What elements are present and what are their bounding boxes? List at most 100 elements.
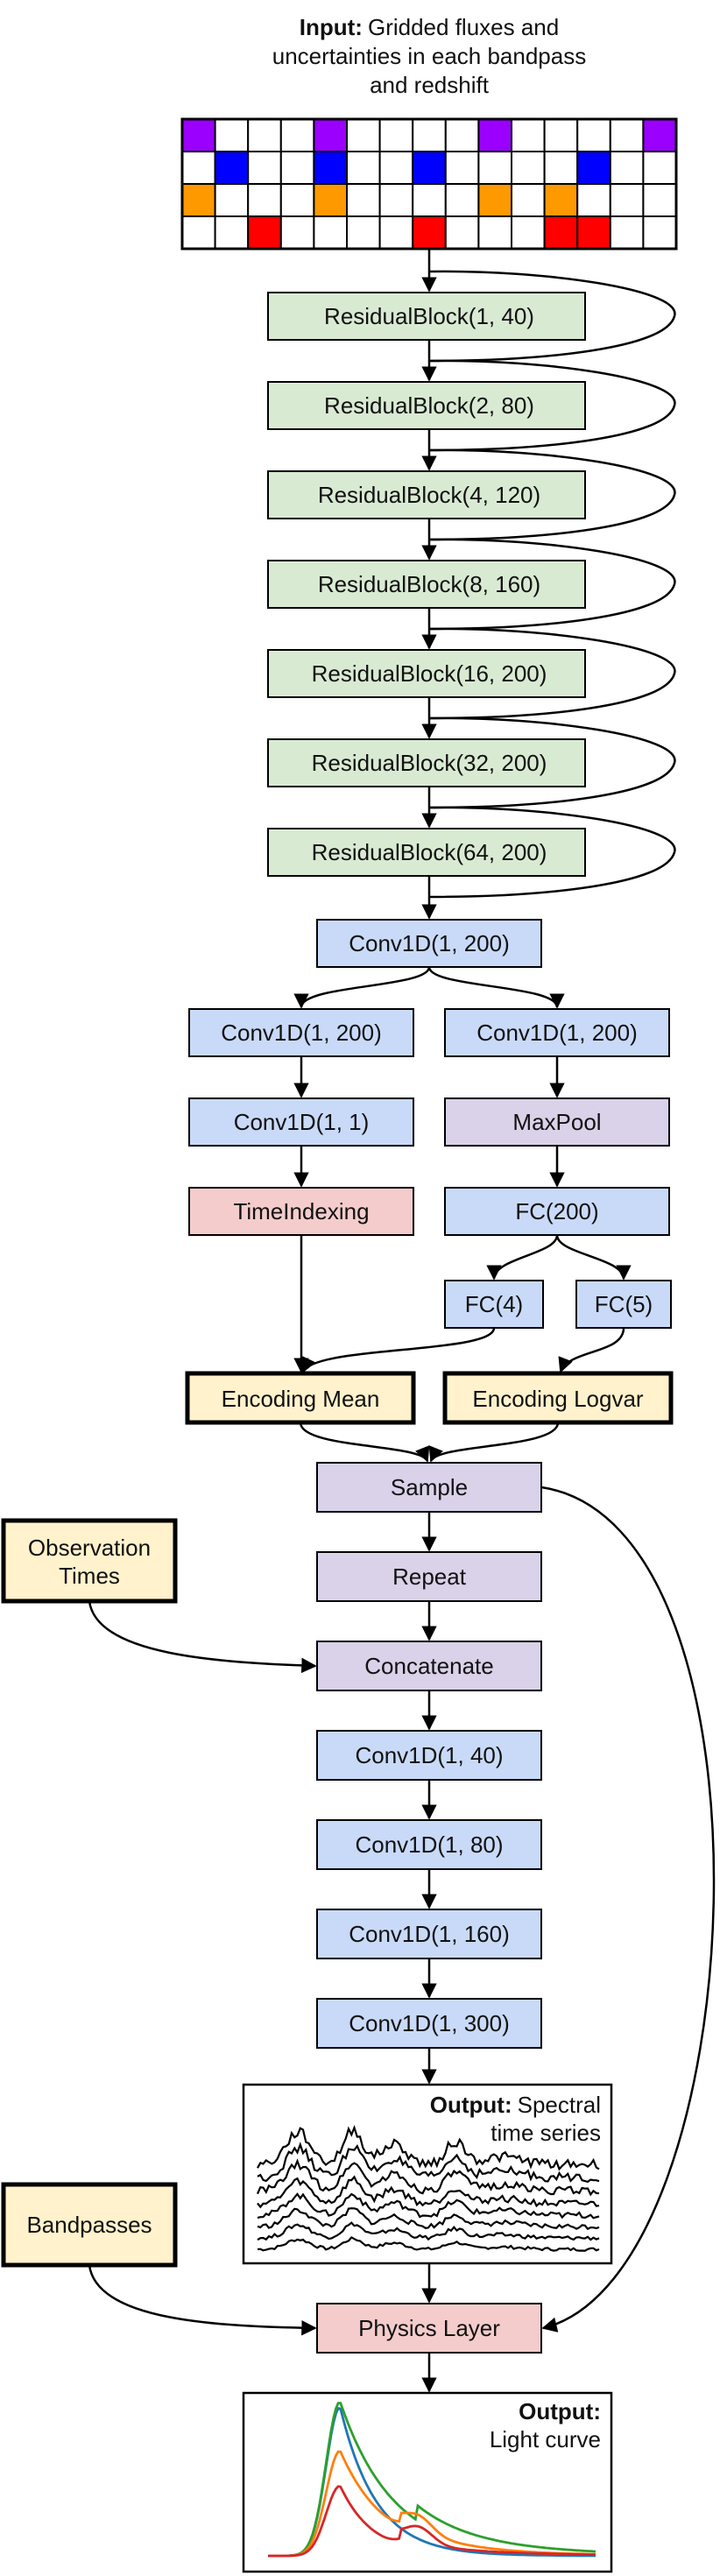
grid-cell	[313, 151, 348, 185]
input-title-line1: Gridded fluxes and	[368, 14, 559, 40]
grid-cell	[576, 118, 611, 152]
concatenate-node: Concatenate	[316, 1641, 542, 1691]
grid-cell	[412, 118, 447, 152]
grid-cell	[609, 183, 645, 217]
grid-cell	[181, 215, 216, 250]
encoding-mean-node: Encoding Mean	[185, 1371, 416, 1425]
maxpool-node: MaxPool	[444, 1097, 670, 1147]
spectrum-line	[257, 2124, 600, 2171]
edge-arrow	[428, 806, 676, 899]
edge-arrow	[428, 627, 676, 720]
lightcurve-line	[268, 2485, 596, 2558]
grid-cell	[642, 215, 678, 250]
input-title-line3: and redshift	[370, 72, 490, 98]
grid-cell	[576, 215, 611, 250]
grid-cell	[444, 118, 480, 152]
output-spectra-title-rest: Spectral	[518, 2092, 601, 2118]
edge-arrow	[427, 966, 565, 1009]
fc4-node: FC(4)	[444, 1280, 544, 1329]
edge-arrow	[428, 716, 676, 809]
decoder-conv-box	[316, 1998, 542, 2049]
lightcurve-line	[268, 2402, 596, 2558]
residual-block-label: ResidualBlock(32, 200)	[312, 750, 547, 776]
grid-cell	[214, 118, 250, 152]
decoder-conv-node: Conv1D(1, 80)	[316, 1819, 542, 1870]
grid-cell	[247, 215, 282, 250]
output-lightcurve-title-bold: Output:	[519, 2398, 601, 2424]
edge-arrow	[428, 270, 676, 363]
sample-label: Sample	[391, 1474, 468, 1500]
output-lightcurve-node: Output: Light curve	[242, 2391, 613, 2573]
conv-main-label: Conv1D(1, 200)	[349, 930, 510, 956]
grid-cell	[511, 215, 546, 250]
grid-cell	[378, 215, 414, 250]
conv-1-1-node: Conv1D(1, 1)	[188, 1097, 414, 1147]
grid-cell	[444, 215, 480, 250]
fc5-label: FC(5)	[595, 1291, 653, 1317]
physics-layer-label: Physics Layer	[358, 2315, 500, 2341]
grid-cell	[642, 118, 678, 152]
edges	[88, 249, 716, 2393]
residual-block-label: ResidualBlock(64, 200)	[312, 839, 547, 865]
conv-main-node: Conv1D(1, 200)	[316, 919, 542, 968]
input-title-line2: uncertainties in each bandpass	[272, 43, 586, 69]
residual-block-label: ResidualBlock(8, 160)	[318, 571, 540, 597]
residual-block-node: ResidualBlock(64, 200)	[267, 828, 586, 877]
edge-arrow	[486, 1234, 559, 1281]
spectrum-line	[257, 2192, 600, 2220]
concatenate-label: Concatenate	[364, 1653, 493, 1679]
maxpool-label: MaxPool	[512, 1109, 601, 1135]
encoding-logvar-node: Encoding Logvar	[442, 1371, 674, 1425]
decoder-conv-label: Conv1D(1, 40)	[355, 1742, 503, 1768]
grid-cell	[346, 151, 381, 185]
output-spectra-title-line2: time series	[491, 2120, 601, 2146]
residual-block-label: ResidualBlock(2, 80)	[324, 392, 534, 419]
grid-cell	[181, 151, 216, 185]
residual-block-node: ResidualBlock(4, 120)	[267, 470, 586, 519]
edge-arrow	[88, 1600, 317, 1674]
residual-block-box	[267, 381, 586, 430]
grid-cell	[609, 118, 645, 152]
lightcurve-plot	[268, 2402, 596, 2558]
spectra-plot	[256, 2124, 600, 2252]
grid-cell	[511, 183, 546, 217]
grid-cell	[181, 118, 216, 152]
decoder-conv-box	[316, 1909, 542, 1959]
grid-cell	[214, 215, 250, 250]
residual-block-label: ResidualBlock(1, 40)	[324, 303, 534, 329]
residual-block-node: ResidualBlock(1, 40)	[267, 292, 586, 341]
edge-arrow	[293, 966, 431, 1009]
decoder-conv-node: Conv1D(1, 160)	[316, 1909, 542, 1959]
residual-block-box	[267, 649, 586, 698]
grid-cell	[247, 118, 282, 152]
decoder-conv-node: Conv1D(1, 300)	[316, 1998, 542, 2049]
grid-cell	[444, 183, 480, 217]
grid-cell	[511, 118, 546, 152]
fc4-label: FC(4)	[465, 1291, 523, 1317]
grid-cell	[543, 183, 579, 217]
residual-block-box	[267, 470, 586, 519]
grid-cell	[313, 183, 348, 217]
grid-cell	[214, 151, 250, 185]
grid-cell	[609, 151, 645, 185]
repeat-label: Repeat	[392, 1563, 467, 1590]
output-spectra-title-bold: Output:	[430, 2092, 512, 2118]
observation-times-node: Observation Times	[1, 1518, 178, 1604]
bandpasses-node: Bandpasses	[1, 2182, 178, 2268]
spectrum-line	[257, 2221, 600, 2241]
grid-cell	[477, 118, 513, 152]
residual-block-node: ResidualBlock(16, 200)	[267, 649, 586, 698]
spectrum-line	[257, 2235, 600, 2252]
edge-arrow	[558, 1327, 625, 1373]
observation-times-line2: Times	[59, 1563, 120, 1589]
grid-cell	[412, 183, 447, 217]
grid-cell	[279, 215, 315, 250]
grid-cell	[378, 183, 414, 217]
decoder-conv-label: Conv1D(1, 160)	[349, 1921, 510, 1947]
output-lightcurve-title-line2: Light curve	[490, 2426, 601, 2452]
fc200-node: FC(200)	[444, 1187, 670, 1236]
grid-cell	[543, 118, 579, 152]
spectrum-line	[257, 2175, 600, 2209]
input-title-bold: Input:	[300, 14, 363, 40]
